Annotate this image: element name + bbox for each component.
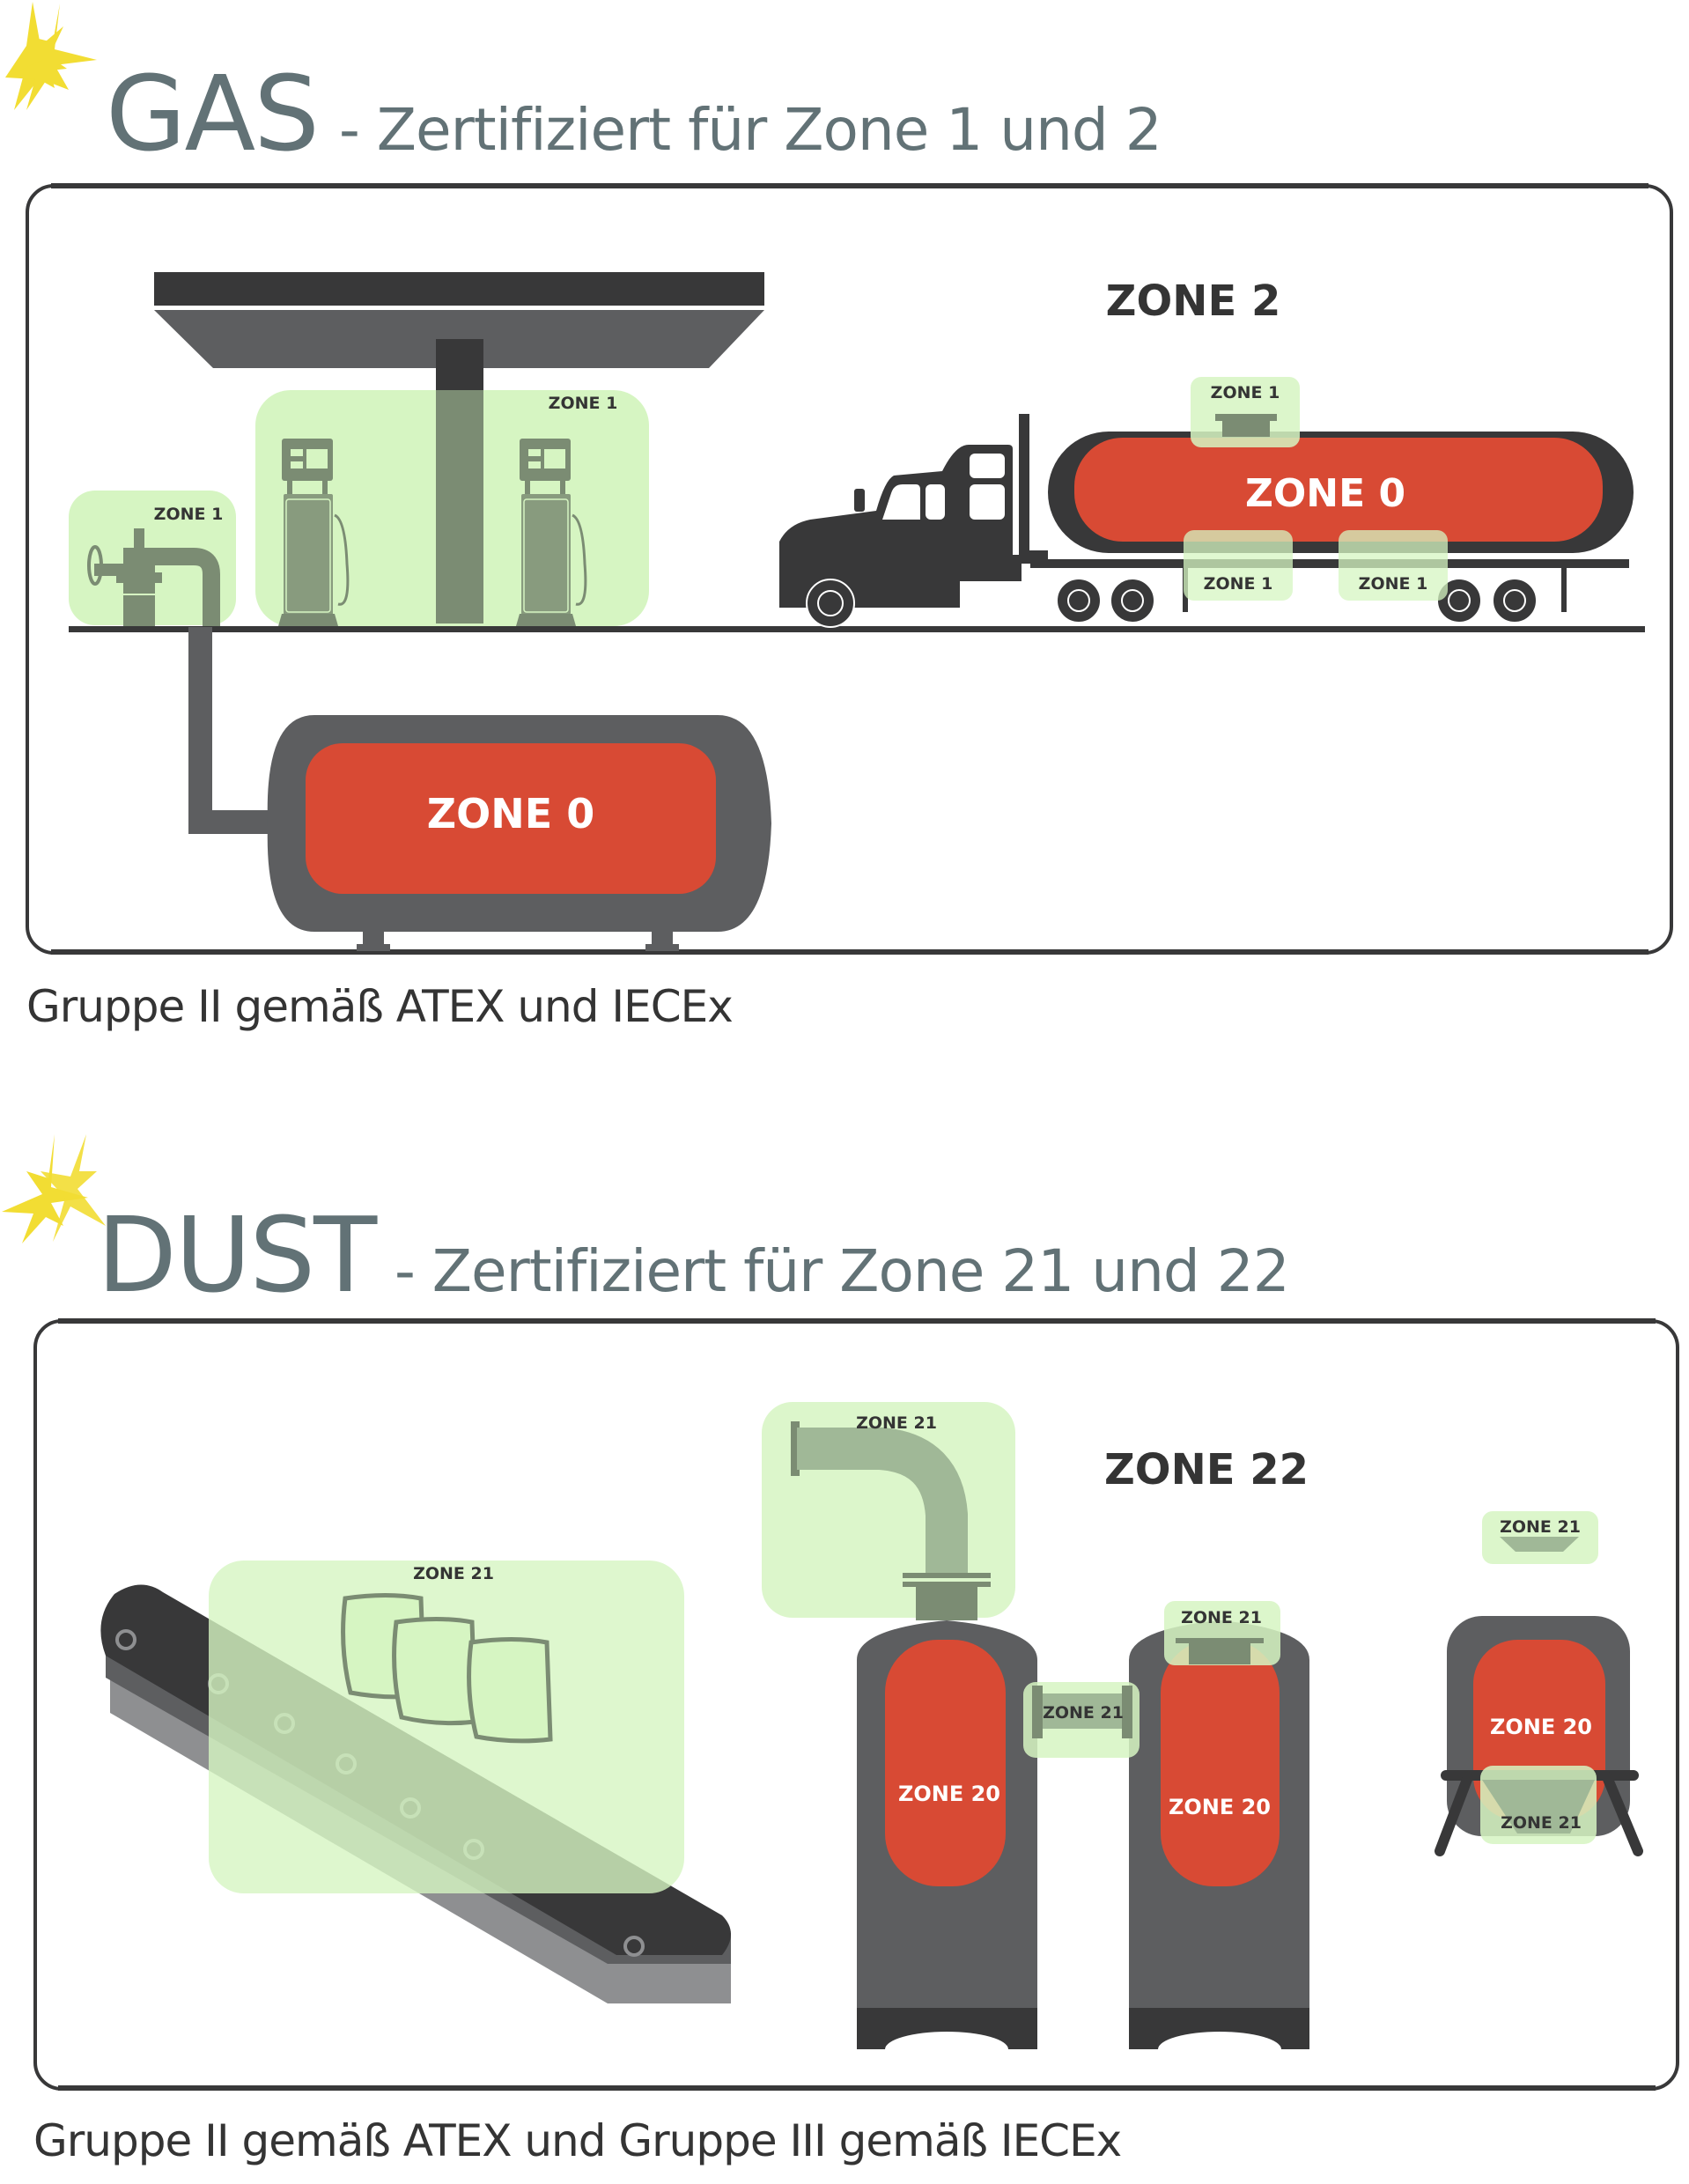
silo-3-bottom-zone: ZONE 21 — [1480, 1766, 1597, 1844]
silo-3-bottom-zone-label: ZONE 21 — [1501, 1813, 1582, 1833]
ground-line — [69, 626, 1645, 632]
inlet-pipe-zone-label: ZONE 21 — [856, 1413, 937, 1433]
gas-ambient-zone-label: ZONE 2 — [1106, 277, 1281, 326]
explosion-star-icon — [5, 4, 97, 110]
tanker-top-zone: ZONE 1 — [1191, 377, 1300, 447]
silo-3-top-zone-label: ZONE 21 — [1500, 1517, 1581, 1537]
silo-1-zone-label: ZONE 20 — [898, 1782, 1000, 1806]
silo-2-zone-label: ZONE 20 — [1169, 1795, 1271, 1819]
connector-zone: ZONE 21 — [1023, 1682, 1140, 1758]
inlet-pipe-zone: ZONE 21 — [762, 1402, 1015, 1620]
explosion-star-icon — [2, 1134, 88, 1243]
pumps-zone: ZONE 1 — [255, 390, 649, 626]
silo-3-zone-label: ZONE 20 — [1490, 1715, 1592, 1739]
gas-subtitle: - Zertifiziert für Zone 1 und 2 — [339, 96, 1162, 164]
tanker-bottom-left-zone: ZONE 1 — [1184, 530, 1293, 601]
conveyor-zone: ZONE 21 — [209, 1561, 684, 1893]
dust-section: DUST - Zertifiziert für Zone 21 und 22 Z… — [2, 1134, 1679, 2166]
silo-2: ZONE 20 — [1129, 1620, 1309, 2067]
gas-title: GAS — [106, 53, 318, 174]
pumps-zone-label: ZONE 1 — [549, 394, 618, 413]
silo-1: ZONE 20 — [857, 1620, 1037, 2067]
conveyor-zone-label: ZONE 21 — [413, 1564, 494, 1583]
silo-3-top-zone: ZONE 21 — [1482, 1511, 1598, 1564]
dust-caption: Gruppe II gemäß ATEX und Gruppe III gemä… — [33, 2115, 1121, 2166]
connector-zone-label: ZONE 21 — [1043, 1703, 1124, 1723]
dust-ambient-zone-label: ZONE 22 — [1104, 1445, 1309, 1494]
tanker-bottom-left-zone-label: ZONE 1 — [1204, 574, 1273, 594]
explosion-star-icon — [41, 1134, 106, 1242]
tanker-top-zone-label: ZONE 1 — [1211, 383, 1280, 402]
silo-2-top-zone-label: ZONE 21 — [1181, 1608, 1262, 1627]
tanker-zone-label: ZONE 0 — [1245, 471, 1405, 516]
underground-tank-zone-label: ZONE 0 — [427, 790, 594, 837]
tanker-bottom-right-zone: ZONE 1 — [1339, 530, 1448, 601]
dust-subtitle: - Zertifiziert für Zone 21 und 22 — [395, 1237, 1289, 1305]
fuel-station-canopy — [154, 272, 764, 623]
gas-caption: Gruppe II gemäß ATEX und IECEx — [26, 981, 733, 1032]
tanker-truck: ZONE 0 — [779, 414, 1634, 628]
tanker-bottom-right-zone-label: ZONE 1 — [1359, 574, 1428, 594]
valve-zone-label: ZONE 1 — [154, 505, 224, 524]
dust-title: DUST — [97, 1194, 378, 1316]
valve-zone: ZONE 1 — [69, 491, 236, 626]
silo-2-top-zone: ZONE 21 — [1164, 1601, 1280, 1665]
underground-tank: ZONE 0 — [267, 715, 772, 951]
gas-section: GAS - Zertifiziert für Zone 1 und 2 ZONE… — [5, 2, 1673, 1032]
